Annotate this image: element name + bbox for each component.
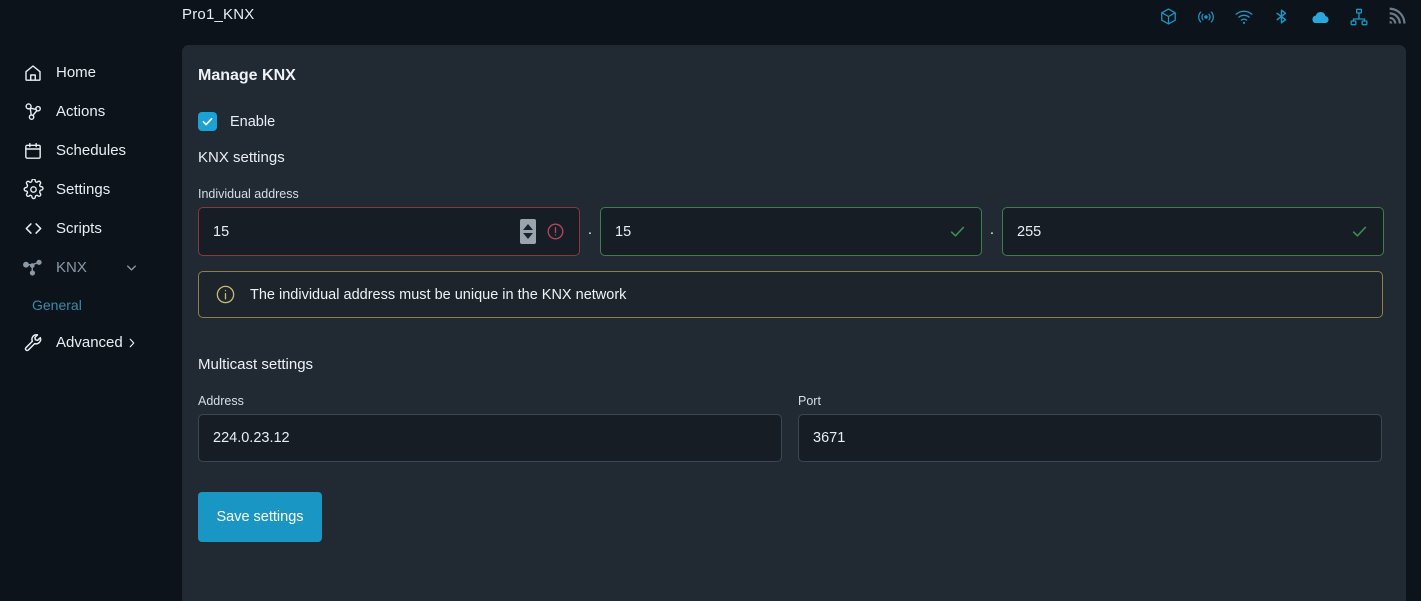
multicast-settings-heading: Multicast settings (198, 356, 314, 373)
cloud-icon[interactable] (1309, 6, 1331, 28)
rf-signal-icon[interactable] (1196, 7, 1216, 27)
knx-node-icon (22, 257, 44, 279)
bluetooth-icon[interactable] (1272, 7, 1291, 26)
sidebar-item-label: Settings (56, 181, 111, 198)
sidebar-item-knx[interactable]: KNX (0, 248, 182, 287)
multicast-address-col: Address 224.0.23.12 (198, 373, 782, 462)
sidebar-item-home[interactable]: Home (0, 53, 182, 92)
sidebar-item-schedules[interactable]: Schedules (0, 131, 182, 170)
page-title: Pro1_KNX (182, 6, 255, 23)
sidebar-item-advanced[interactable]: Advanced (0, 323, 182, 362)
sidebar-item-label: Schedules (56, 142, 127, 159)
package-icon[interactable] (1159, 7, 1178, 26)
panel-title: Manage KNX (198, 67, 296, 84)
sidebar-item-label: Actions (56, 103, 106, 120)
multicast-address-value: 224.0.23.12 (213, 430, 290, 446)
body-row: Home Actions (0, 33, 1421, 601)
check-icon (948, 222, 967, 241)
wifi-icon[interactable] (1234, 7, 1254, 27)
sidebar-item-actions[interactable]: Actions (0, 92, 182, 131)
individual-address-label: Individual address (198, 187, 299, 201)
sidebar-item-label: Scripts (56, 220, 102, 237)
check-icon (1350, 222, 1369, 241)
multicast-row: Address 224.0.23.12 Port 3671 (198, 373, 1384, 462)
sidebar-item-label: Advanced (56, 334, 123, 351)
stepper-down-arrow-icon[interactable] (523, 233, 533, 239)
gear-icon (22, 179, 44, 201)
actions-icon (22, 101, 44, 123)
code-brackets-icon (22, 218, 44, 240)
sidebar-item-label: KNX (56, 259, 87, 276)
chevron-down-icon[interactable] (125, 261, 138, 274)
sidebar-subitem-general[interactable]: General (0, 287, 182, 323)
address-separator-2: . (989, 221, 995, 238)
individual-address-row: 15 . 15 (198, 207, 1384, 256)
individual-address-part-1-value: 15 (213, 223, 230, 240)
main-content: Manage KNX Enable KNX settings Individua… (182, 33, 1421, 601)
error-circle-icon (546, 222, 565, 241)
sidebar-item-scripts[interactable]: Scripts (0, 209, 182, 248)
save-settings-button[interactable]: Save settings (198, 492, 322, 542)
wrench-icon (22, 332, 44, 354)
sidebar-item-settings[interactable]: Settings (0, 170, 182, 209)
quantity-stepper[interactable] (520, 219, 536, 244)
individual-address-part-1[interactable]: 15 (198, 207, 580, 256)
info-circle-icon (215, 284, 236, 305)
multicast-address-label: Address (198, 394, 244, 408)
sidebar-item-label: Home (56, 64, 97, 81)
home-icon (22, 62, 44, 84)
multicast-port-col: Port 3671 (798, 373, 1382, 462)
individual-address-part-2-value: 15 (615, 223, 632, 240)
stepper-up-arrow-icon[interactable] (523, 224, 533, 230)
sidebar-subitem-label: General (32, 297, 82, 313)
enable-checkbox[interactable] (198, 112, 217, 131)
address-separator-1: . (587, 221, 593, 238)
individual-address-part-3[interactable]: 255 (1002, 207, 1384, 256)
info-alert-text: The individual address must be unique in… (250, 286, 627, 303)
multicast-port-value: 3671 (813, 430, 846, 446)
multicast-port-input[interactable]: 3671 (798, 414, 1382, 462)
chevron-right-icon[interactable] (126, 337, 138, 349)
info-alert: The individual address must be unique in… (198, 271, 1383, 318)
enable-label: Enable (230, 113, 276, 130)
status-icon-tray (1159, 0, 1407, 33)
multicast-port-label: Port (798, 394, 821, 408)
knx-settings-heading: KNX settings (198, 149, 285, 166)
individual-address-part-3-value: 255 (1017, 223, 1042, 240)
manage-knx-panel: Manage KNX Enable KNX settings Individua… (182, 45, 1406, 601)
calendar-icon (22, 140, 44, 162)
multicast-address-input[interactable]: 224.0.23.12 (198, 414, 782, 462)
network-tree-icon[interactable] (1349, 7, 1369, 27)
sidebar: Home Actions (0, 33, 182, 601)
rss-signal-icon[interactable] (1387, 7, 1407, 27)
enable-row: Enable (198, 112, 1384, 131)
top-bar: Pro1_KNX (0, 0, 1421, 33)
individual-address-part-2[interactable]: 15 (600, 207, 982, 256)
